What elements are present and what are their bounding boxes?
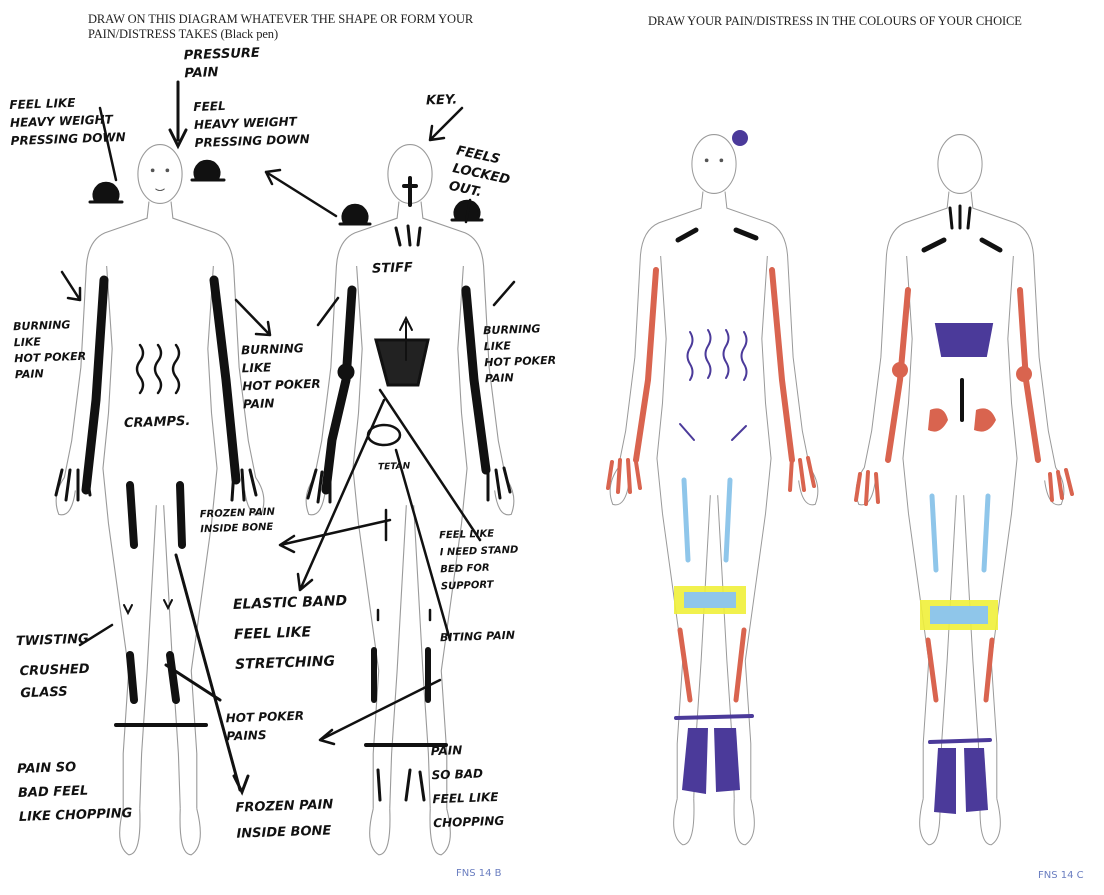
- annotation-stiff: STIFF: [372, 259, 413, 278]
- annotation-locked-out: FEELS LOCKED OUT.: [447, 143, 515, 208]
- annotation-key: KEY.: [426, 91, 458, 110]
- right-body-diagram: [560, 0, 1104, 895]
- annotation-tetan: TETAN: [378, 457, 411, 476]
- right-page-colour-diagram: DRAW YOUR PAIN/DISTRESS IN THE COLOURS O…: [560, 0, 1104, 895]
- left-page-black-pen-diagram: DRAW ON THIS DIAGRAM WHATEVER THE SHAPE …: [0, 0, 560, 895]
- annotation-pain-so-bad-right: PAIN SO BAD FEEL LIKE CHOPPING: [430, 737, 504, 835]
- annotation-burning-right: BURNING LIKE HOT POKER PAIN: [483, 321, 557, 387]
- annotation-cramps: CRAMPS.: [124, 413, 191, 433]
- annotation-biting-pain: BITING PAIN: [440, 627, 516, 648]
- annotation-burning-center: BURNING LIKE HOT POKER PAIN: [241, 339, 322, 414]
- annotation-burning-left: BURNING LIKE HOT POKER PAIN: [13, 317, 87, 383]
- annotation-frozen-pain-bottom: FROZEN PAIN INSIDE BONE: [235, 792, 335, 847]
- annotation-hot-poker: HOT POKER PAINS: [225, 707, 305, 746]
- left-page-code: FNS 14 B: [456, 868, 502, 879]
- annotation-elastic-band: ELASTIC BAND FEEL LIKE STRETCHING: [232, 586, 349, 680]
- annotation-heavy-weight-center: FEEL HEAVY WEIGHT PRESSING DOWN: [193, 94, 310, 152]
- annotation-pain-so-bad-left: PAIN SO BAD FEEL LIKE CHOPPING: [17, 754, 133, 830]
- annotation-frozen-pain-mid: FROZEN PAIN INSIDE BONE: [199, 505, 275, 538]
- annotation-twisting: TWISTING: [16, 631, 89, 652]
- right-page-code: FNS 14 C: [1038, 870, 1084, 881]
- annotation-heavy-weight-left: FEEL LIKE HEAVY WEIGHT PRESSING DOWN: [9, 92, 126, 150]
- annotation-crushed-glass: CRUSHED GLASS: [19, 659, 91, 705]
- annotation-feel-like-stand: FEEL LIKE I NEED STAND BED FOR SUPPORT: [439, 525, 520, 596]
- front-figure-right: [610, 135, 818, 845]
- annotation-pressure-pain: PRESSURE PAIN: [183, 45, 260, 84]
- back-figure-right: [856, 135, 1064, 845]
